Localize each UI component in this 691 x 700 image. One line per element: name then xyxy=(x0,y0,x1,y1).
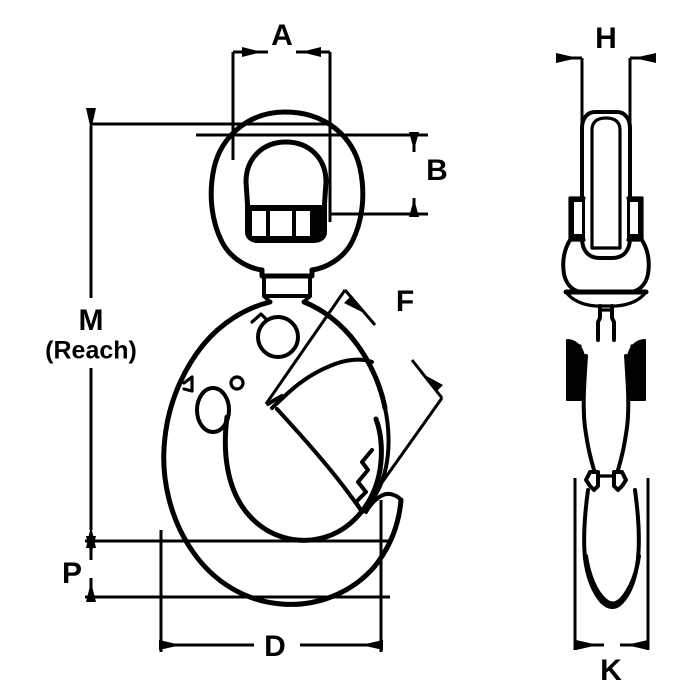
side-hex-nut-right-edges xyxy=(626,196,644,242)
side-latch-notch-left xyxy=(584,470,600,492)
dim-F-arrow-upper xyxy=(344,296,366,314)
dim-B-arrow-top xyxy=(409,132,419,150)
side-hex-nut-left-edges xyxy=(568,196,586,242)
dimension-P: P xyxy=(62,536,390,602)
side-hex-nut-left-face xyxy=(574,202,582,234)
dim-M-arrow-top xyxy=(86,108,96,130)
side-hook-shoulder-left-face xyxy=(570,344,582,398)
dimension-M: M (Reach) xyxy=(45,108,330,548)
dim-A-label: A xyxy=(271,19,293,52)
dimension-A: A xyxy=(231,19,332,222)
dim-H-arrow-right xyxy=(634,53,656,63)
hook-tip-point xyxy=(364,491,403,514)
side-hook-taper-right xyxy=(616,354,631,472)
side-eye-inner xyxy=(590,116,622,250)
hook-body-outer-left xyxy=(161,299,404,607)
dim-F-arrow-lower xyxy=(421,373,443,392)
side-view-part xyxy=(561,110,651,609)
latch-pivot-hole xyxy=(256,315,300,359)
small-pin-hole xyxy=(229,375,245,391)
dimension-B: B xyxy=(196,132,448,217)
side-hook-taper-left xyxy=(581,354,596,472)
left-edge-nib xyxy=(182,375,194,393)
dimension-F: F xyxy=(264,285,444,513)
side-collar-flare-right xyxy=(630,238,651,294)
side-latch-notch-right xyxy=(612,470,628,492)
side-hook-bowl-tip xyxy=(584,554,641,606)
side-shank-left xyxy=(596,304,602,342)
dim-P-label: P xyxy=(62,557,82,590)
dim-F-ext-lower xyxy=(359,397,444,513)
dim-K-arrow-right xyxy=(626,640,648,650)
swivel-eye-inner-opening xyxy=(243,139,329,229)
side-collar-flare-left xyxy=(561,238,582,294)
latch-arm-pivot-end xyxy=(266,394,284,406)
dimension-K: K xyxy=(573,478,650,687)
dim-F-ext-upper xyxy=(264,289,347,405)
dim-P-arrow-top xyxy=(86,536,96,556)
dim-D-arrow-right xyxy=(361,640,383,650)
dim-D-arrow-left xyxy=(159,640,181,650)
dim-H-arrow-left xyxy=(556,53,578,63)
hex-nut-facet-left xyxy=(252,211,266,236)
dim-A-arrow-right xyxy=(301,47,321,57)
dim-K-arrow-left xyxy=(576,640,598,650)
hex-nut-facet-center xyxy=(270,211,292,236)
hook-bowl-inner-curve xyxy=(222,414,384,543)
hook-body-shoulder-right xyxy=(301,299,388,411)
dim-P-arrow-bottom xyxy=(86,582,96,602)
front-view-part xyxy=(161,109,404,607)
dimension-D: D xyxy=(159,500,383,663)
dim-F-label: F xyxy=(396,285,414,318)
side-hook-shoulder-right-face xyxy=(630,344,642,398)
side-collar-flange-lower xyxy=(564,290,648,308)
dim-M-label: M xyxy=(79,304,104,337)
dim-D-label: D xyxy=(264,630,286,663)
swivel-eye-outer-shell xyxy=(208,109,366,279)
dim-H-label: H xyxy=(595,22,617,55)
dim-K-label: K xyxy=(600,654,622,687)
side-shank-right xyxy=(610,304,616,342)
dimension-H: H xyxy=(556,22,656,126)
oval-recess xyxy=(195,386,231,434)
hex-nut-facet-right xyxy=(296,211,310,236)
side-hook-bowl-profile xyxy=(582,488,641,609)
upper-left-step xyxy=(250,312,268,324)
dim-M-sublabel: (Reach) xyxy=(45,337,137,365)
latch-arm-upper xyxy=(270,357,374,410)
dim-A-arrow-left xyxy=(242,47,262,57)
dim-B-label: B xyxy=(426,154,448,187)
dim-B-arrow-bottom xyxy=(409,199,419,217)
side-hex-nut-right-face xyxy=(630,202,638,234)
